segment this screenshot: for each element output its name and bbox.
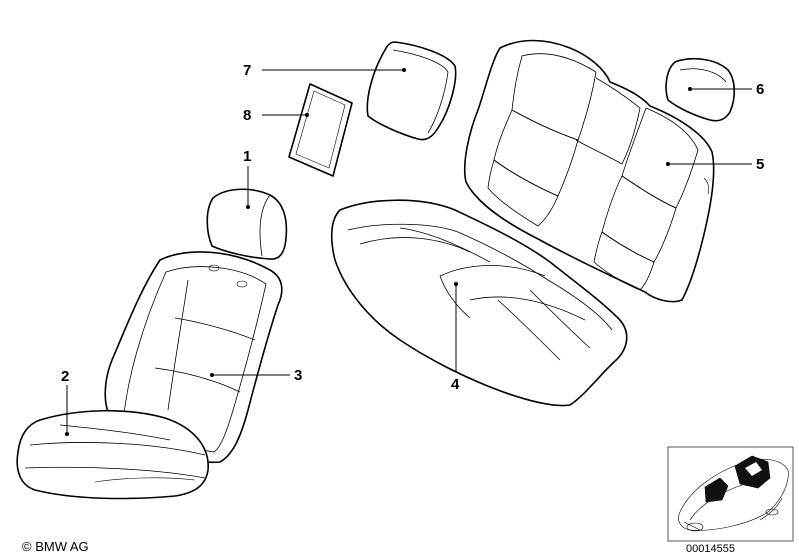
callout-7: 7 xyxy=(243,62,406,79)
callout-8: 8 xyxy=(243,107,309,124)
callout-6: 6 xyxy=(688,81,764,98)
vehicle-location-inset xyxy=(667,446,794,542)
part-7-rear-headrest-cover[interactable] xyxy=(366,41,457,141)
svg-text:6: 6 xyxy=(756,81,764,98)
callout-3: 3 xyxy=(210,367,302,384)
copyright-text: © BMW AG xyxy=(22,539,89,554)
part-5-rear-backrest[interactable] xyxy=(463,39,715,303)
callout-1: 1 xyxy=(243,148,251,209)
part-6-rear-headrest[interactable] xyxy=(665,57,736,122)
part-8-pad-panel[interactable] xyxy=(288,83,353,177)
svg-text:2: 2 xyxy=(61,368,69,385)
part-4-rear-cushion[interactable] xyxy=(330,199,628,407)
part-1-front-headrest[interactable] xyxy=(206,188,288,260)
svg-text:3: 3 xyxy=(294,367,302,384)
callout-4: 4 xyxy=(451,282,460,393)
svg-text:4: 4 xyxy=(451,376,460,393)
svg-text:7: 7 xyxy=(243,62,251,79)
svg-text:8: 8 xyxy=(243,107,251,124)
part-2-front-cushion[interactable] xyxy=(16,409,209,500)
part-3-front-backrest[interactable] xyxy=(104,251,283,464)
svg-text:5: 5 xyxy=(756,156,764,173)
callout-5: 5 xyxy=(666,156,764,173)
svg-text:1: 1 xyxy=(243,148,251,165)
document-number: 00014555 xyxy=(686,543,735,555)
callout-2: 2 xyxy=(61,368,69,436)
